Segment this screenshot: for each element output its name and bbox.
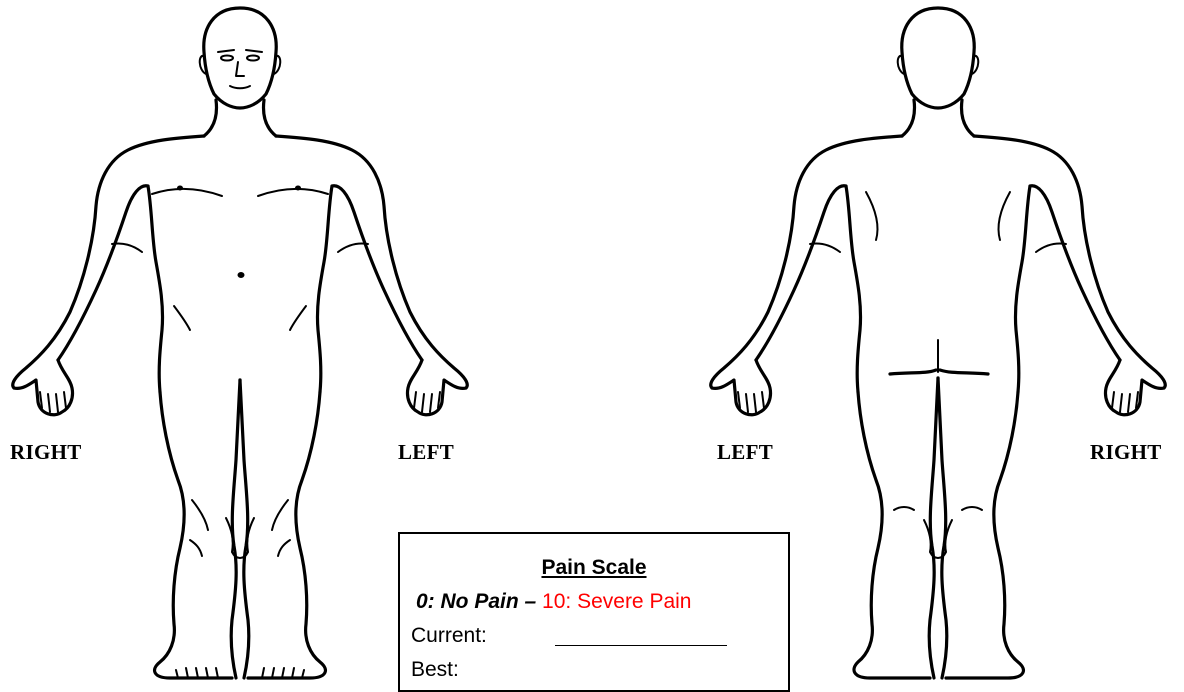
back-left-label: LEFT xyxy=(717,440,773,465)
best-pain-label: Best: xyxy=(411,658,459,681)
front-right-label: RIGHT xyxy=(10,440,82,465)
no-pain-label: 0: No Pain xyxy=(416,590,519,613)
current-pain-field[interactable] xyxy=(555,645,727,646)
front-left-label: LEFT xyxy=(398,440,454,465)
range-separator: – xyxy=(519,590,542,613)
current-pain-label: Current: xyxy=(411,624,487,647)
back-right-label: RIGHT xyxy=(1090,440,1162,465)
severe-pain-label: 10: Severe Pain xyxy=(542,590,691,613)
pain-range: 0: No Pain – 10: Severe Pain xyxy=(416,590,691,614)
best-pain-row: Best: xyxy=(411,658,459,682)
current-pain-row: Current: xyxy=(411,624,487,648)
pain-scale-title: Pain Scale xyxy=(400,556,788,580)
pain-scale-box: Pain Scale 0: No Pain – 10: Severe Pain … xyxy=(398,532,790,692)
